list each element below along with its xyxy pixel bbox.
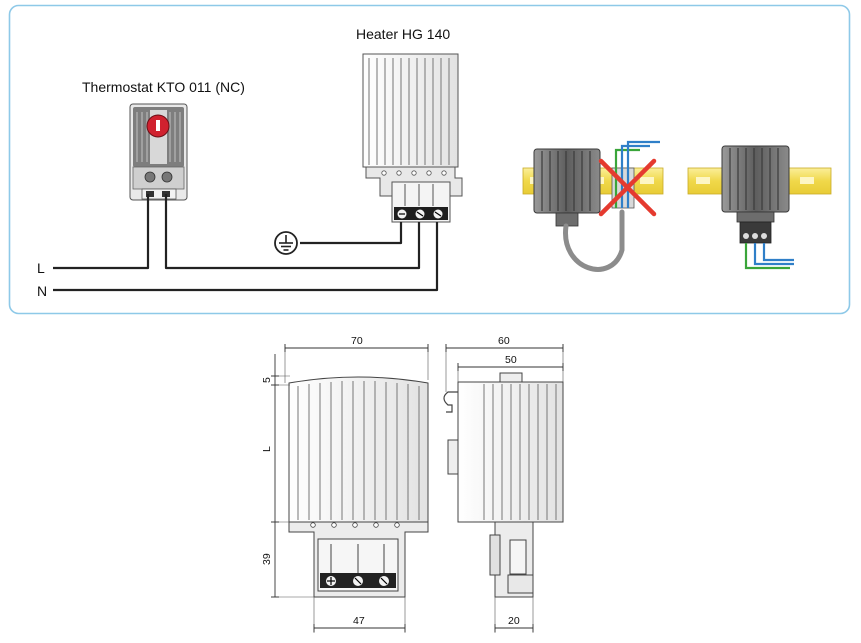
- wrong-mounting-illustration: [522, 140, 664, 272]
- dim-depth-60: 60: [498, 335, 510, 347]
- thermostat: [129, 103, 188, 201]
- dim-depth-20: 20: [508, 615, 520, 627]
- dim-length-L: L: [261, 446, 273, 452]
- heater-label: Heater HG 140: [356, 26, 450, 42]
- front-view: [288, 376, 429, 598]
- dimension-lines: [271, 344, 564, 633]
- wrong-mounting-x-icon: [598, 158, 657, 217]
- dim-cap-5: 5: [261, 377, 273, 383]
- side-view: [443, 372, 564, 598]
- neutral-label: N: [37, 283, 47, 299]
- dim-depth-50: 50: [505, 354, 517, 366]
- wiring: [53, 194, 439, 292]
- thermostat-label: Thermostat KTO 011 (NC): [82, 79, 245, 95]
- correct-mounting-illustration: [687, 145, 832, 270]
- dim-width-47: 47: [353, 615, 365, 627]
- heater: [362, 53, 463, 223]
- ground-icon: [274, 231, 298, 255]
- dim-width-70: 70: [351, 335, 363, 347]
- line-label: L: [37, 260, 45, 276]
- dim-height-39: 39: [261, 553, 273, 565]
